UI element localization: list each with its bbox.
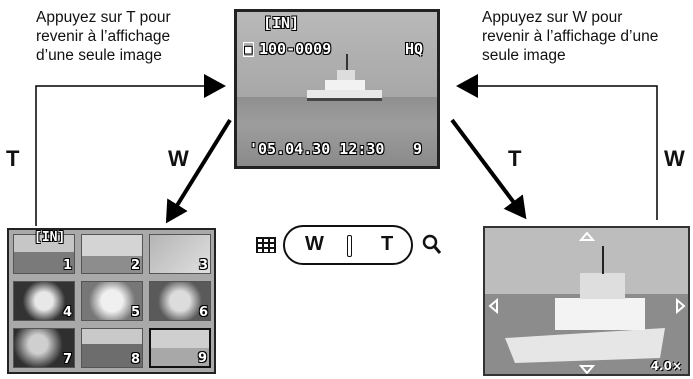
arrow-index-to-single [35,74,226,226]
key-t-right: T [508,146,522,171]
date-time: '05.04.30 12:30 [249,140,385,158]
arrow-zoom-to-single [456,74,658,220]
zoom-lever-wide: W [305,233,324,255]
memory-indicator: [IN] [263,14,300,32]
zoom-lever: W T [283,225,413,265]
thumbnail-1: 1 [13,234,75,274]
scroll-up-icon [578,231,596,241]
single-image-screen: [IN] ■ 100-0009 HQ '05.04.30 12:30 9 [234,9,440,169]
zoom-ratio: 4.0× [650,359,682,373]
caption-return-t: Appuyez sur T pour revenir à l’affichage… [36,9,171,64]
arrow-single-to-index [165,118,232,224]
scroll-left-icon [488,297,498,315]
thumbnail-number: 2 [130,258,140,273]
thumbnail-number: 8 [130,352,140,367]
protect-icon: ■ [243,42,254,57]
magnifier-icon [422,234,442,254]
boat-photo [307,54,382,101]
quality-mode: HQ [405,40,424,58]
thumbnail-7: 7 [13,328,75,368]
caption-return-w: Appuyez sur W pour revenir à l’affichage… [482,9,659,64]
zoom-lever-knob [347,235,352,257]
scroll-down-icon [578,365,596,374]
frame-number: 9 [413,140,423,158]
thumbnail-8: 8 [81,328,143,368]
key-w-right: W [664,146,685,171]
zoom-lever-tele: T [381,233,394,255]
thumbnail-6: 6 [149,281,211,321]
scroll-right-icon [676,297,686,315]
file-number: 100-0009 [259,40,332,58]
thumbnail-2: 2 [81,234,143,274]
index-display-screen: 1 2 3 4 5 6 7 8 9 [IN] [7,228,216,374]
thumbnail-number: 5 [130,305,140,320]
index-memory-indicator: [IN] [34,230,66,245]
thumbnail-number: 6 [198,305,208,320]
thumbnail-3: 3 [149,234,211,274]
zoomed-boat-photo [505,246,665,363]
thumbnail-number: 4 [62,305,72,320]
thumbnail-number: 9 [197,351,207,366]
thumbnail-number: 7 [62,352,72,367]
thumbnail-5: 5 [81,281,143,321]
thumbnail-9: 9 [149,328,211,368]
thumbnail-number: 3 [198,258,208,273]
arrow-single-to-zoom [450,118,527,220]
thumbnail-number: 1 [62,258,72,273]
key-w-left: W [168,146,189,171]
close-up-screen: 4.0× [483,226,690,376]
index-grid-icon [256,237,276,253]
thumbnail-4: 4 [13,281,75,321]
key-t-left: T [6,146,20,171]
